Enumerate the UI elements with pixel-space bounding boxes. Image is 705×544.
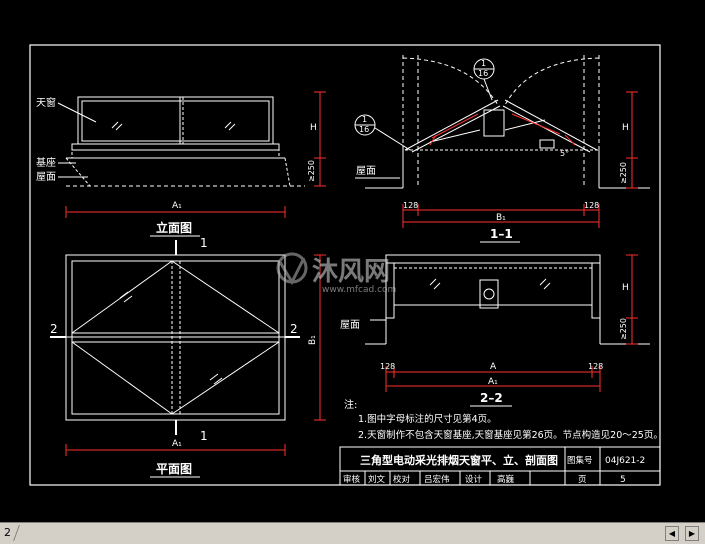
- dim-a1-plan: A₁: [172, 439, 182, 449]
- dim-128-left-section-1-1: 128: [403, 201, 418, 210]
- page-label: 页: [578, 475, 587, 485]
- watermark-logo: [276, 252, 308, 286]
- plan-dimensions: [65, 254, 326, 456]
- label-base: 基座: [36, 156, 56, 169]
- scroll-left-arrow-icon[interactable]: ◀: [665, 526, 679, 541]
- watermark-url: www.mfcad.com: [322, 285, 396, 295]
- atlas-number-value: 04J621-2: [605, 456, 645, 466]
- section-2-2-view: [365, 254, 650, 345]
- drawing-title: 三角型电动采光排烟天窗平、立、剖面图: [360, 453, 558, 467]
- dim-128-right-section-1-1: 128: [584, 201, 599, 210]
- callout-top-number: 1: [481, 59, 486, 68]
- scroll-right-arrow-icon[interactable]: ▶: [685, 526, 699, 541]
- dim-128-right-section-2-2: 128: [588, 362, 603, 371]
- note-line-1: 1.图中字母标注的尺寸见第4页。: [358, 413, 497, 425]
- cut-mark-left: 2: [50, 322, 58, 336]
- cut-mark-right: 2: [290, 322, 298, 336]
- cut-mark-top: 1: [200, 236, 208, 250]
- page-value: 5: [620, 475, 626, 485]
- plan-view-title: 平面图: [156, 462, 192, 476]
- dim-250-elevation: ≥250: [307, 160, 316, 182]
- design-label: 设计: [465, 474, 483, 485]
- section-1-1-hardware: [429, 113, 576, 146]
- section-2-2-title: 2–2: [480, 391, 503, 405]
- sheet-tab-2[interactable]: [13, 525, 80, 541]
- dim-b1-section-1-1: B₁: [496, 213, 506, 223]
- sheet-tab-bar: 2 ◀ ▶: [0, 522, 705, 544]
- sheet-tab-1[interactable]: 2: [4, 526, 11, 539]
- dim-h-section-2-2: H: [622, 283, 629, 293]
- elevation-dimensions: [65, 91, 326, 218]
- callout-left-number: 1: [362, 115, 367, 124]
- section-1-1-dimensions: [402, 91, 638, 228]
- dim-250-section-1-1: ≥250: [619, 162, 628, 184]
- callout-top-page: 16: [478, 69, 488, 78]
- angle-mark: 5°: [560, 149, 569, 158]
- elevation-view: [57, 96, 305, 187]
- elevation-view-title: 立面图: [156, 220, 192, 235]
- label-roof-section-2-2: 屋面: [340, 319, 360, 331]
- dim-h-section-1-1: H: [622, 123, 629, 133]
- check-name: 吕宏伟: [424, 474, 450, 485]
- notes-heading: 注:: [344, 398, 357, 411]
- watermark-brand: 沐风网: [312, 257, 390, 287]
- dim-128-left-section-2-2: 128: [380, 362, 395, 371]
- dim-a1-elevation: A₁: [172, 201, 182, 211]
- plan-view: [50, 240, 300, 435]
- atlas-number-label: 图集号: [567, 455, 593, 466]
- label-skylight: 天窗: [36, 96, 56, 109]
- title-block: [339, 446, 661, 486]
- callout-left-page: 16: [359, 125, 369, 134]
- cut-mark-bottom: 1: [200, 429, 208, 443]
- dim-a-section-2-2: A: [490, 362, 497, 372]
- section-1-1-view: [354, 55, 650, 189]
- note-line-2: 2.天窗制作不包含天窗基座,天窗基座见第26页。节点构造见20～25页。: [358, 429, 663, 441]
- dim-a1-section-2-2: A₁: [488, 377, 498, 387]
- label-roof-elevation: 屋面: [36, 171, 56, 183]
- check-label: 校对: [393, 474, 411, 485]
- review-name: 刘文: [368, 474, 386, 485]
- section-1-1-title: 1–1: [490, 227, 513, 241]
- cad-drawing-canvas[interactable]: 天窗 基座 屋面 H ≥250 A₁ 立面图: [0, 0, 705, 522]
- dim-h-elevation: H: [310, 123, 317, 133]
- dim-b1-plan: B₁: [308, 335, 318, 345]
- section-2-2-dimensions: [385, 254, 638, 392]
- dim-250-section-2-2: ≥250: [619, 318, 628, 340]
- review-label: 审核: [343, 474, 361, 485]
- design-name: 高巍: [497, 474, 515, 485]
- label-roof-section-1-1: 屋面: [356, 165, 376, 177]
